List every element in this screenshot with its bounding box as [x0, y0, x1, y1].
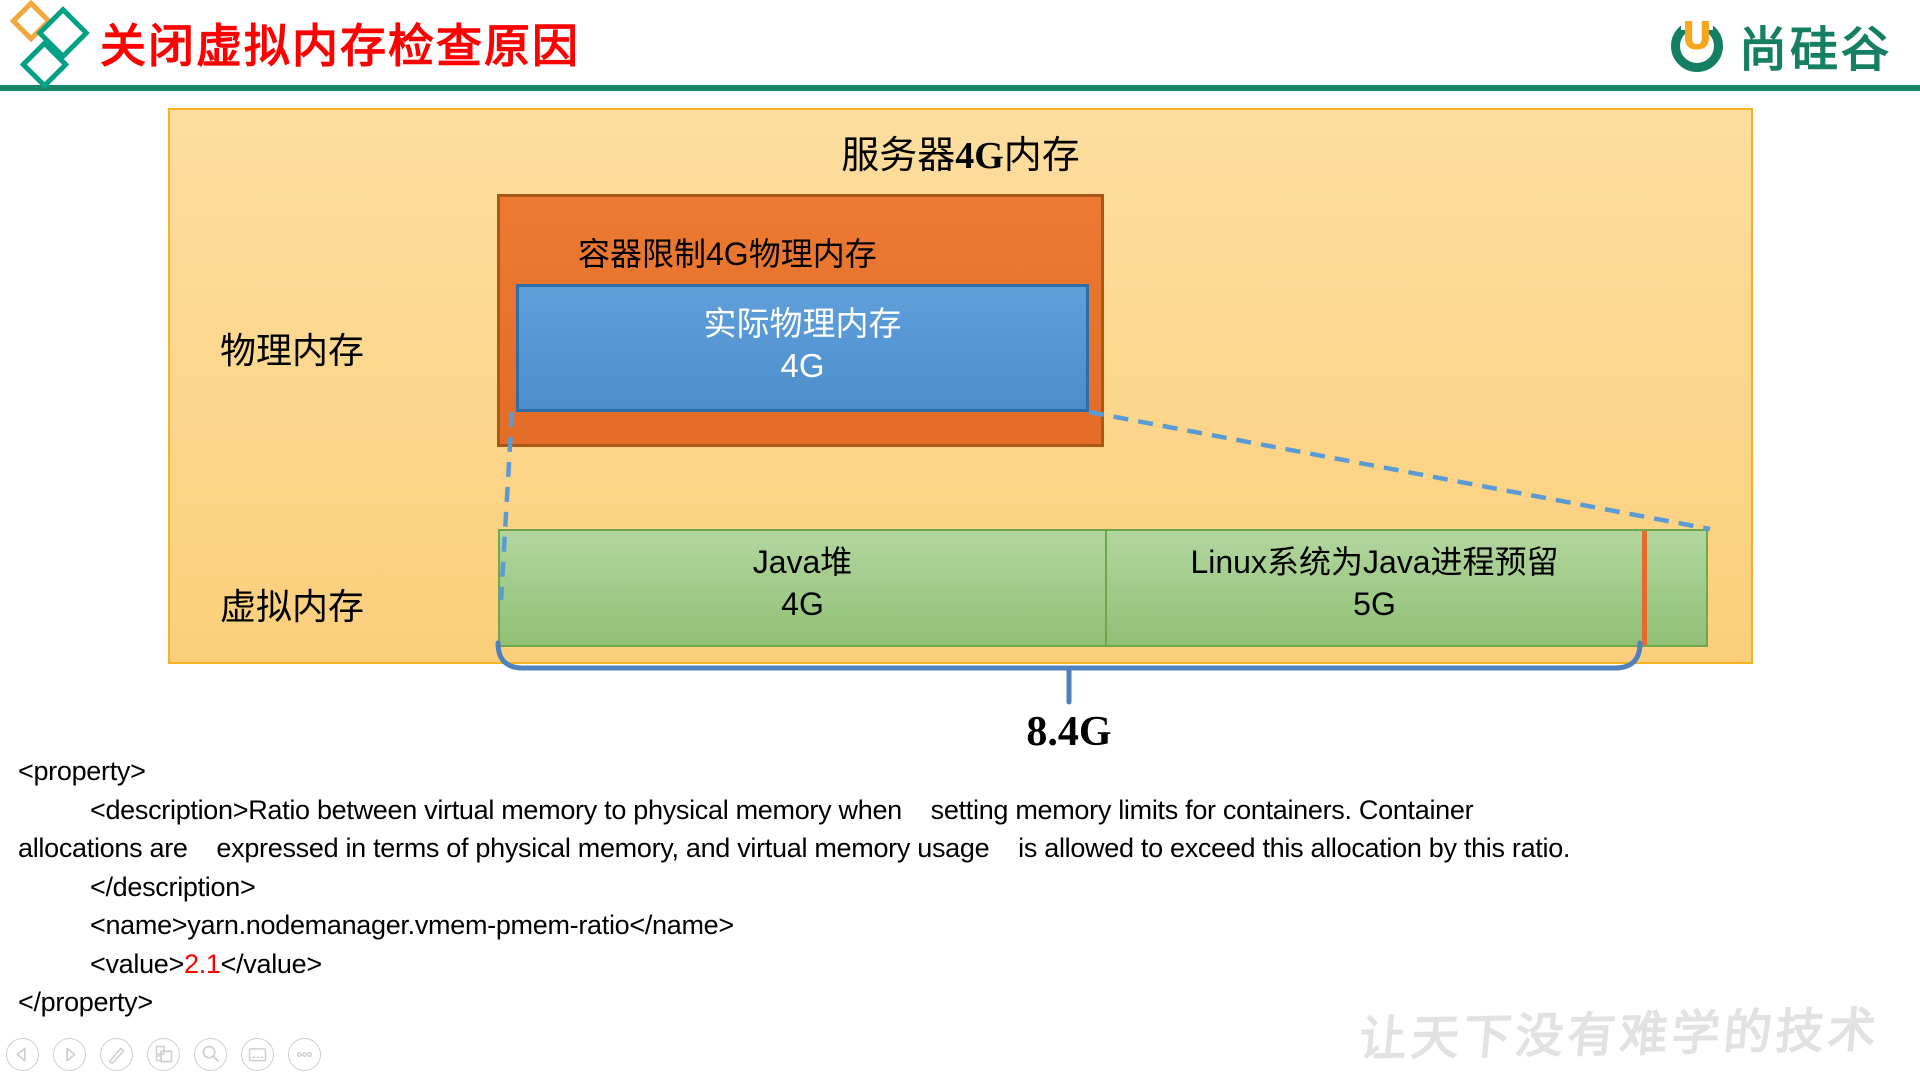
total-memory-label: 8.4G — [1026, 709, 1112, 755]
next-icon — [66, 1047, 76, 1062]
magnifier-icon — [202, 1045, 220, 1063]
xml-property-open: <property> — [18, 756, 146, 786]
pen-icon — [108, 1047, 125, 1065]
xml-name-line: <name>yarn.nodemanager.vmem-pmem-ratio</… — [90, 910, 734, 940]
page-title: 关闭虚拟内存检查原因 — [100, 21, 580, 72]
brand-name: 尚硅谷 — [1738, 24, 1892, 77]
xml-value-line: <value>2.1</value> — [90, 948, 322, 979]
actual-memory-line2: 4G — [780, 347, 825, 384]
previous-slide-button[interactable] — [6, 1038, 39, 1071]
vmem-bar-divider — [1105, 531, 1107, 645]
watermark-slogan: 让天下没有难学的技术 — [1356, 1004, 1883, 1067]
zoom-button[interactable] — [194, 1038, 227, 1071]
vmem-limit-marker-line — [1642, 531, 1647, 645]
notes-button[interactable] — [241, 1038, 274, 1071]
xml-description-close: </description> — [90, 871, 256, 902]
java-heap-cell: Java堆 4G — [752, 544, 853, 622]
xml-ratio-value: 2.1 — [183, 948, 221, 979]
virtual-memory-bar: Java堆 4G Linux系统为Java进程预留 5G — [498, 529, 1708, 647]
physical-memory-label: 物理内存 — [220, 330, 365, 371]
previous-icon — [16, 1047, 26, 1062]
vmem-overflow-strip — [1647, 531, 1706, 645]
actual-memory-line1: 实际物理内存 — [703, 305, 902, 342]
presenter-toolbar — [6, 1038, 321, 1071]
brand-u-icon: U — [1670, 14, 1729, 74]
brand-logo: U 尚硅谷 — [1670, 10, 1892, 80]
linux-reserved-cell: Linux系统为Java进程预留 5G — [1190, 544, 1559, 622]
server-memory-title: 服务器4G内存 — [841, 135, 1080, 177]
container-limit-label: 容器限制4G物理内存 — [578, 236, 877, 272]
virtual-memory-label: 虚拟内存 — [220, 586, 365, 627]
more-options-button[interactable] — [288, 1038, 321, 1071]
slide-panels-icon — [155, 1045, 173, 1063]
ellipsis-icon — [296, 1052, 313, 1057]
actual-physical-memory-box: 实际物理内存 4G — [516, 284, 1089, 412]
yarn-xml-config: <property> <description>Ratio between vi… — [18, 752, 1916, 1022]
slide-panels-button[interactable] — [147, 1038, 180, 1071]
container-limit-box: 容器限制4G物理内存 实际物理内存 4G — [497, 194, 1104, 447]
notes-icon — [248, 1048, 267, 1062]
xml-description-open: <description>Ratio between virtual memor… — [90, 794, 1474, 825]
header-divider — [0, 85, 1920, 91]
pen-annotate-button[interactable] — [100, 1038, 133, 1071]
xml-description-wrap: allocations are expressed in terms of ph… — [18, 833, 1571, 863]
next-slide-button[interactable] — [53, 1038, 86, 1071]
xml-property-close: </property> — [18, 987, 153, 1017]
